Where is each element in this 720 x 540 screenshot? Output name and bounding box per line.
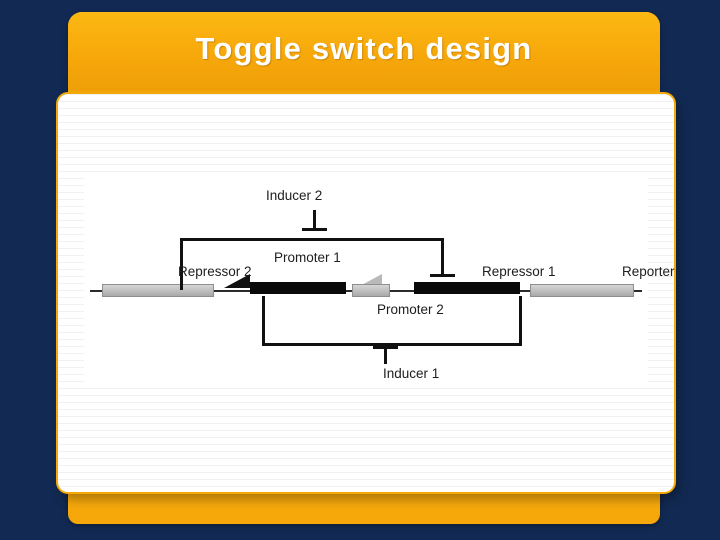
genetic-toggle-switch-diagram: Inducer 2 Promoter 1 Repressor 2 Repress… [84,176,675,386]
inducer-1-stem [384,346,387,364]
inducer-2-repression-bar [302,228,327,231]
upper-loop-right-riser [441,238,444,276]
upper-loop-left-riser [180,238,183,290]
lower-loop-right-riser [519,296,522,346]
lower-loop-bottom-bar [262,343,522,346]
label-promoter-1: Promoter 1 [274,250,341,265]
label-promoter-2: Promoter 2 [377,302,444,317]
label-reporter: Reporter [622,264,675,279]
inducer-1-repression-bar [373,346,398,349]
page-title: Toggle switch design [195,31,533,66]
label-repressor-2: Repressor 2 [178,264,252,279]
promoter-2-gene-glyph [352,284,390,297]
promoter-1-gene-glyph [250,282,346,294]
lower-loop-left-riser [262,296,265,346]
label-inducer-2: Inducer 2 [266,188,323,203]
upper-loop-repression-bar [430,274,455,277]
inducer-2-stem [313,210,316,230]
content-card: Inducer 2 Promoter 1 Repressor 2 Repress… [56,92,676,494]
repressor-2-gene-glyph [102,284,214,297]
upper-loop-top-bar [180,238,444,241]
title-band-gradient [68,12,660,90]
promoter-1-arrow-glyph [224,274,250,288]
reporter-gene-glyph [530,284,634,297]
label-inducer-1: Inducer 1 [383,366,440,381]
repressor-1-gene-glyph [414,282,520,294]
label-repressor-1: Repressor 1 [482,264,556,279]
